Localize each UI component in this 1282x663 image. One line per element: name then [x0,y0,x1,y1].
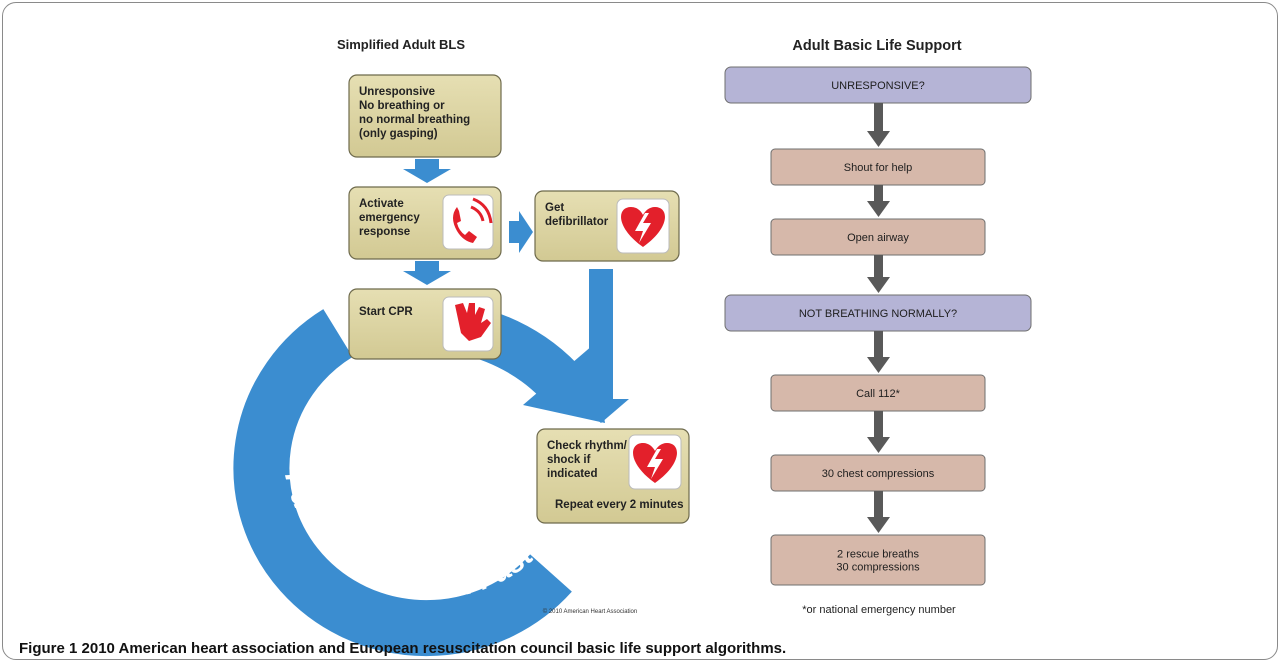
step1-line-2: No breathing or [359,100,445,112]
step2-line-2: emergency [359,212,420,224]
flow-step-box: NOT BREATHING NORMALLY? [724,294,1032,332]
flow-step-box: Open airway [770,218,986,256]
defibrillator-heart-icon [616,198,670,254]
step1-line-3: no normal breathing [359,114,470,126]
flow-arrow-down [867,411,890,453]
step2-line-3: response [359,226,410,238]
figure-caption-text: 2010 American heart association and Euro… [81,640,787,657]
footnote-text: *or national emergency number [802,604,956,616]
figure-art: Simplified Adult BLS Push Hard • Push Fa… [233,37,1032,657]
flow-step-label: Shout for help [844,162,913,174]
step2-line-1: Activate [359,198,404,210]
flow-step-label: 2 rescue breaths [837,549,919,561]
arrow-step2-to-step3 [403,261,451,285]
flow-step-label: UNRESPONSIVE? [831,80,925,92]
right-panel-title: Adult Basic Life Support [792,38,961,54]
step-check-rhythm-box: Check rhythm/ shock if indicated Repeat … [536,428,690,524]
figure-caption: Figure 1 2010 American heart association… [19,640,786,657]
flow-step-label: 30 chest compressions [822,468,935,480]
flow-step-label: Open airway [847,232,909,244]
step-activate-emergency-box: Activate emergency response [348,186,502,260]
defibrillator-heart-icon [628,434,682,490]
flow-step-box: Call 112* [770,374,986,412]
flow-step-label: NOT BREATHING NORMALLY? [799,308,957,320]
step1-line-1: Unresponsive [359,86,435,98]
step-unresponsive-box: Unresponsive No breathing or no normal b… [348,74,502,158]
flow-arrow-down [867,491,890,533]
figure-label: Figure 1 [19,640,78,657]
step1-line-4: (only gasping) [359,128,438,140]
defib-line-2: defibrillator [545,216,609,228]
left-panel-title: Simplified Adult BLS [337,37,465,52]
flow-step-box: Shout for help [770,148,986,186]
copyright-text: © 2010 American Heart Association [543,608,637,615]
step4-line-2: shock if [547,454,591,466]
step3-label: Start CPR [359,306,413,318]
step4-line-3: indicated [547,468,597,480]
flow-arrow-down [867,255,890,293]
phone-icon [442,194,494,250]
arrow-step2-to-defib [509,211,533,253]
flow-step-label: 30 compressions [836,562,920,574]
arrow-defib-to-check [573,269,629,423]
flow-step-box: UNRESPONSIVE? [724,66,1032,104]
flow-step-shape [770,534,986,586]
step4-repeat: Repeat every 2 minutes [555,499,683,511]
step-start-cpr-box: Start CPR [348,288,502,360]
arrow-step1-to-step2 [403,159,451,183]
flow-arrow-down [867,103,890,147]
hands-icon [442,296,494,352]
step4-line-1: Check rhythm/ [547,440,628,452]
step-get-defibrillator-box: Get defibrillator [534,190,680,262]
flow-arrow-down [867,185,890,217]
flow-arrow-down [867,331,890,373]
flow-step-box: 30 chest compressions [770,454,986,492]
cpr-loop-arrow [233,309,572,657]
flow-step-label: Call 112* [856,388,901,400]
defib-line-1: Get [545,202,564,214]
